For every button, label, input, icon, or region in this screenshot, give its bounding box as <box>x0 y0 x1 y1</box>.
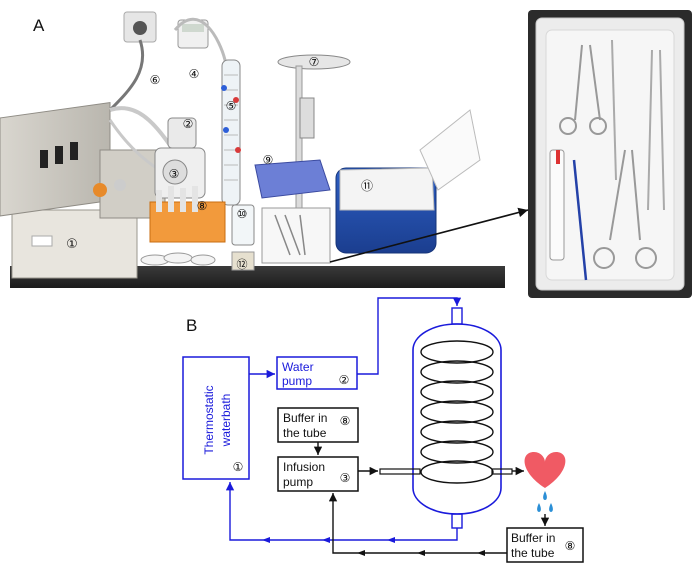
callout-5: ⑤ <box>226 99 237 113</box>
infusion-pump-number: ③ <box>340 471 351 485</box>
buffer-top-number: ⑧ <box>340 414 351 428</box>
panel-b-label: B <box>186 316 198 335</box>
gauze-pack <box>231 251 255 271</box>
buffer-bottom-label-line1: Buffer in <box>511 531 555 545</box>
drop-icon <box>549 503 553 512</box>
schematic-diagram: Thermostatic waterbath ① Water pump ② Bu… <box>182 297 584 563</box>
callout-6: ⑥ <box>150 73 161 87</box>
blue-return-arrows <box>262 537 395 543</box>
tube-rack <box>149 201 226 243</box>
waterbath-label-line1: Thermostatic <box>202 385 216 454</box>
instrument-tray-photo <box>528 10 692 298</box>
waterbath-label-line2: waterbath <box>219 394 233 448</box>
drop-icon <box>537 503 541 512</box>
infusion-pump-label-line1: Infusion <box>283 460 325 474</box>
apparatus-photo: ① ② ③ ④ ⑤ ⑥ ⑦ ⑧ ⑨ ⑩ ⑪ ⑫ <box>0 11 529 288</box>
vessel-inlet-port <box>451 307 463 325</box>
callout-8: ⑧ <box>197 199 208 213</box>
infusion-pump-label-line2: pump <box>283 475 313 489</box>
waterbath-number: ① <box>233 460 244 474</box>
water-pump-label-line2: pump <box>282 374 312 388</box>
callout-9: ⑨ <box>263 153 274 167</box>
callout-12: ⑫ <box>237 258 248 271</box>
callout-7: ⑦ <box>309 55 320 69</box>
panel-a-label: A <box>33 16 45 35</box>
heating-coil <box>420 340 494 484</box>
water-pump-label-line1: Water <box>282 360 314 374</box>
heat-exchanger-vessel <box>412 323 502 515</box>
water-pump-number: ② <box>339 373 350 387</box>
instrument-tray-small <box>261 207 331 264</box>
beaker <box>231 204 255 246</box>
callout-1: ① <box>66 236 78 251</box>
heat-exchanger-photo <box>221 59 241 206</box>
drop-icon <box>543 491 547 500</box>
buffer-bottom-label-line2: the tube <box>511 546 555 560</box>
heart-icon <box>524 452 566 488</box>
tissue-box <box>254 159 331 199</box>
buffer-bottom-box <box>506 527 584 563</box>
black-return-arrows <box>357 550 485 556</box>
zoom-arrow <box>329 207 529 263</box>
callout-10: ⑩ <box>237 207 248 221</box>
waterbath-box <box>182 356 250 480</box>
water-pump-box <box>276 356 358 390</box>
buffer-bottom-number: ⑧ <box>565 539 576 553</box>
callout-4: ④ <box>189 67 200 81</box>
vessel-outlet-port <box>451 513 463 529</box>
callout-2: ② <box>183 117 194 131</box>
callout-3: ③ <box>169 167 180 181</box>
buffer-top-label-line2: the tube <box>283 426 327 440</box>
callout-11: ⑪ <box>361 179 373 193</box>
infusion-pump-box <box>277 456 359 492</box>
buffer-top-label-line1: Buffer in <box>283 411 327 425</box>
